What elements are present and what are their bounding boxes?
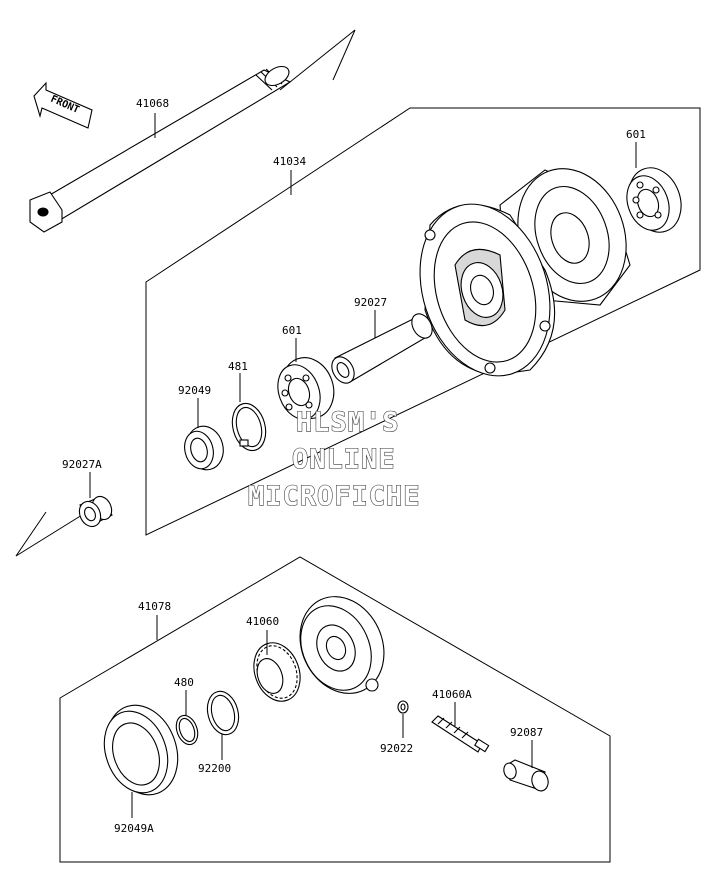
- seal-92049[interactable]: [181, 422, 229, 474]
- watermark-line-2: ONLINE: [292, 444, 396, 475]
- circlip-480[interactable]: [172, 712, 201, 747]
- gear-41060[interactable]: [246, 636, 308, 707]
- label-92027A[interactable]: 92027A: [62, 458, 102, 471]
- label-92087[interactable]: 92087: [510, 726, 543, 739]
- group-outline-41034: [145, 107, 701, 536]
- label-92027[interactable]: 92027: [354, 296, 387, 309]
- axle-41068[interactable]: [29, 29, 356, 233]
- group-outline-41078: [59, 556, 611, 863]
- label-41034[interactable]: 41034: [273, 155, 306, 168]
- label-92200[interactable]: 92200: [198, 762, 231, 775]
- label-41068[interactable]: 41068: [136, 97, 169, 110]
- label-92022[interactable]: 92022: [380, 742, 413, 755]
- brake-drum-41078[interactable]: [285, 583, 400, 707]
- wheel-hub-41034[interactable]: [399, 153, 644, 393]
- collar-92027A[interactable]: [15, 493, 115, 557]
- front-arrow-icon: FRONT: [33, 81, 93, 129]
- circlip-481[interactable]: [227, 400, 270, 455]
- bushing-92087[interactable]: [502, 759, 550, 793]
- label-92049A[interactable]: 92049A: [114, 822, 154, 835]
- label-601-top[interactable]: 601: [626, 128, 646, 141]
- label-41060[interactable]: 41060: [246, 615, 279, 628]
- spacer-92027[interactable]: [327, 310, 436, 387]
- label-41078[interactable]: 41078: [138, 600, 171, 613]
- label-41060A[interactable]: 41060A: [432, 688, 472, 701]
- watermark-line-3: MICROFICHE: [248, 481, 421, 512]
- label-481[interactable]: 481: [228, 360, 248, 373]
- bearing-601-right[interactable]: [620, 160, 690, 239]
- watermark-line-1: HLSM'S: [296, 407, 400, 438]
- ring-92200[interactable]: [203, 688, 243, 738]
- pinion-41060A[interactable]: [431, 715, 490, 753]
- label-601-mid[interactable]: 601: [282, 324, 302, 337]
- watermark: HLSM'S ONLINE MICROFICHE: [247, 406, 421, 512]
- label-480[interactable]: 480: [174, 676, 194, 689]
- label-92049[interactable]: 92049: [178, 384, 211, 397]
- bearing-601-left[interactable]: [271, 350, 342, 425]
- washer-92022[interactable]: [397, 700, 409, 714]
- seal-92049A[interactable]: [93, 695, 189, 805]
